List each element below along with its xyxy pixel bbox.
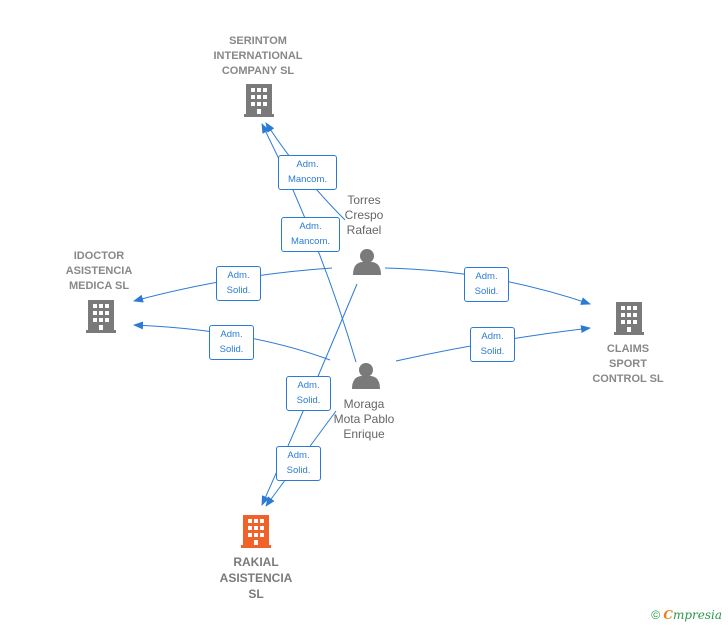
edge-label-line: Adm. [481, 331, 504, 342]
label-line: Crespo [344, 208, 384, 222]
edge-label-line: Solid. [219, 344, 244, 355]
edge-label-line: Solid. [474, 286, 499, 297]
brand-footer: © Cmpresia [651, 608, 722, 622]
label-line: SPORT [609, 358, 647, 370]
edge-label-line: Adm. [220, 329, 243, 340]
edge-label-line: Adm. [227, 270, 250, 281]
edge-label-line: Adm. [475, 271, 498, 282]
company-label-rakial[interactable]: RAKIAL ASISTENCIA SL [200, 554, 312, 602]
brand-rest: mpresia [672, 608, 722, 622]
label-line: ASISTENCIA [65, 265, 133, 277]
edge-label-torres-rakial[interactable]: Adm. Solid. [286, 376, 331, 411]
company-label-claims[interactable]: CLAIMS SPORT CONTROL SL [572, 342, 684, 387]
person-icon [353, 249, 381, 275]
company-label-idoctor[interactable]: IDOCTOR ASISTENCIA MEDICA SL [44, 249, 154, 294]
edge-label-line: Mancom. [287, 174, 328, 185]
edge-label-torres-idoctor[interactable]: Adm. Solid. [216, 266, 261, 301]
copyright-icon: © [651, 608, 661, 622]
label-line: CONTROL SL [592, 373, 664, 385]
label-line: CLAIMS [606, 343, 650, 355]
edge-label-line: Solid. [480, 346, 505, 357]
person-label-torres[interactable]: Torres Crespo Rafael [324, 193, 404, 238]
edge-label-line: Adm. [296, 159, 319, 170]
edge-label-torres-claims[interactable]: Adm. Solid. [464, 267, 509, 302]
label-line: IDOCTOR [73, 250, 125, 262]
label-line: INTERNATIONAL [213, 50, 303, 62]
label-line: Moraga [343, 397, 385, 411]
edge-label-line: Adm. [287, 450, 310, 461]
label-line: ASISTENCIA [219, 571, 293, 585]
building-icon [244, 84, 274, 117]
building-icon [241, 515, 271, 548]
edge-label-line: Mancom. [290, 236, 331, 247]
edge-label-line: Solid. [286, 465, 311, 476]
brand-initial: C [663, 608, 673, 622]
edge-label-moraga-serintom[interactable]: Adm. Mancom. [281, 217, 340, 252]
edge-label-moraga-idoctor[interactable]: Adm. Solid. [209, 325, 254, 360]
edge-label-moraga-rakial[interactable]: Adm. Solid. [276, 446, 321, 481]
label-line: Mota Pablo [333, 412, 395, 426]
person-label-moraga[interactable]: Moraga Mota Pablo Enrique [318, 397, 410, 442]
edge-label-line: Solid. [226, 285, 251, 296]
label-line: Torres [347, 193, 381, 207]
label-line: RAKIAL [233, 555, 279, 569]
edge-label-line: Solid. [296, 395, 321, 406]
person-icon [352, 363, 380, 389]
edges [133, 122, 591, 507]
edge-label-torres-serintom[interactable]: Adm. Mancom. [278, 155, 337, 190]
edge-label-line: Adm. [297, 380, 320, 391]
label-line: COMPANY SL [221, 65, 295, 77]
label-line: SERINTOM [229, 35, 287, 47]
label-line: MEDICA SL [68, 280, 130, 292]
edge-label-moraga-claims[interactable]: Adm. Solid. [470, 327, 515, 362]
company-label-serintom[interactable]: SERINTOM INTERNATIONAL COMPANY SL [198, 34, 318, 79]
label-line: Rafael [346, 223, 382, 237]
building-icon [614, 302, 644, 335]
building-icon [86, 300, 116, 333]
label-line: Enrique [343, 427, 385, 441]
brand-logo: Cmpresia [663, 608, 722, 622]
label-line: SL [248, 587, 264, 601]
edge-label-line: Adm. [299, 221, 322, 232]
